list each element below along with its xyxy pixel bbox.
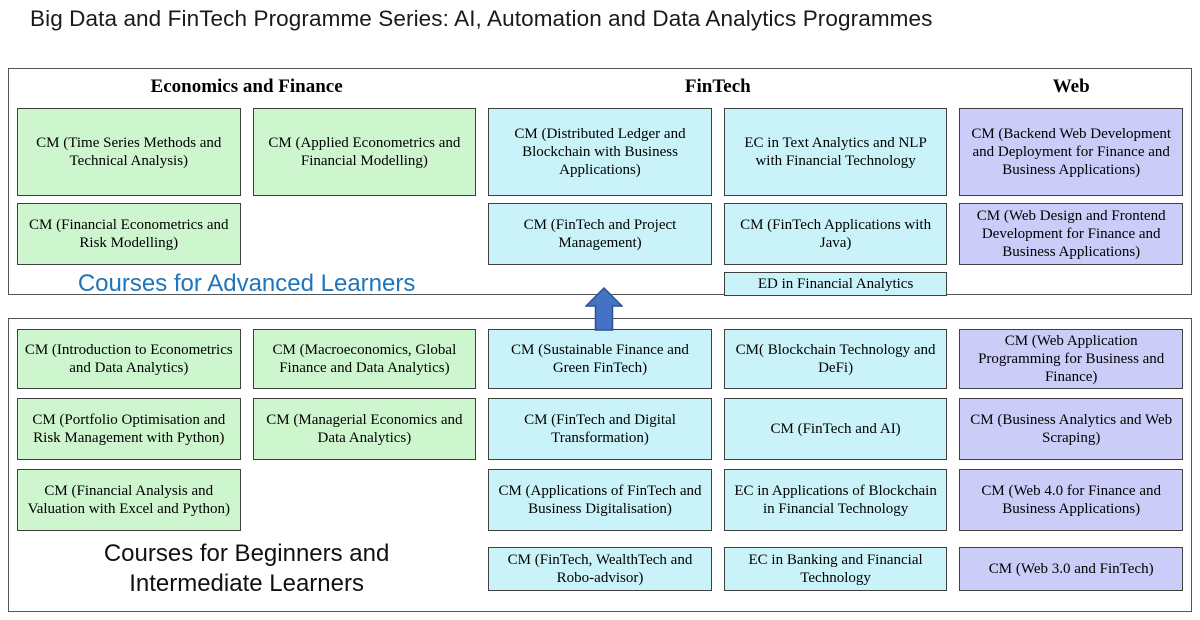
page-title: Big Data and FinTech Programme Series: A… bbox=[30, 6, 933, 31]
course-box: CM (Distributed Ledger and Blockchain wi… bbox=[488, 108, 712, 196]
advanced-learners-label: Courses for Advanced Learners bbox=[77, 270, 416, 297]
course-box: CM (Applied Econometrics and Financial M… bbox=[252, 108, 477, 196]
course-box: CM (FinTech Applications with Java) bbox=[723, 203, 948, 265]
course-box: CM (Web Application Programming for Busi… bbox=[959, 329, 1183, 389]
column-header-fintech: FinTech bbox=[684, 76, 751, 97]
course-box: CM (Time Series Methods and Technical An… bbox=[17, 108, 241, 196]
up-arrow-icon bbox=[585, 287, 623, 331]
course-box: ED in Financial Analytics bbox=[723, 272, 948, 296]
advanced-courses-panel: Economics and Finance FinTech Web CM (Ti… bbox=[8, 68, 1192, 297]
course-box: CM (Sustainable Finance and Green FinTec… bbox=[488, 329, 712, 389]
column-header-web: Web bbox=[1052, 76, 1090, 97]
course-box: CM (Introduction to Econometrics and Dat… bbox=[17, 329, 241, 389]
course-box: CM (Applications of FinTech and Business… bbox=[488, 469, 712, 531]
column-header-economics: Economics and Finance bbox=[150, 76, 343, 97]
course-box: CM (Web Design and Frontend Development … bbox=[959, 203, 1183, 265]
course-box: CM (Portfolio Optimisation and Risk Mana… bbox=[17, 398, 241, 460]
course-box: CM (FinTech and AI) bbox=[723, 398, 948, 460]
course-box: EC in Applications of Blockchain in Fina… bbox=[723, 469, 948, 531]
beginner-courses-panel: CM (Introduction to Econometrics and Dat… bbox=[8, 318, 1192, 612]
beginner-learners-label-text: Courses for Beginners and Intermediate L… bbox=[103, 540, 390, 597]
course-box: CM (FinTech, WealthTech and Robo-advisor… bbox=[488, 547, 712, 591]
course-box: EC in Text Analytics and NLP with Financ… bbox=[723, 108, 948, 196]
course-box: CM (Backend Web Development and Deployme… bbox=[959, 108, 1183, 196]
beginner-learners-label: Courses for Beginners and Intermediate L… bbox=[17, 539, 476, 599]
course-box: CM (Macroeconomics, Global Finance and D… bbox=[252, 329, 477, 389]
course-box: CM( Blockchain Technology and DeFi) bbox=[723, 329, 948, 389]
course-box: CM (Web 3.0 and FinTech) bbox=[959, 547, 1183, 591]
course-box: CM (Web 4.0 for Finance and Business App… bbox=[959, 469, 1183, 531]
course-box: CM (Business Analytics and Web Scraping) bbox=[959, 398, 1183, 460]
course-box: CM (Financial Econometrics and Risk Mode… bbox=[17, 203, 241, 265]
course-box: CM (FinTech and Digital Transformation) bbox=[488, 398, 712, 460]
course-box: EC in Banking and Financial Technology bbox=[723, 547, 948, 591]
course-box: CM (Financial Analysis and Valuation wit… bbox=[17, 469, 241, 531]
course-box: CM (FinTech and Project Management) bbox=[488, 203, 712, 265]
course-box: CM (Managerial Economics and Data Analyt… bbox=[252, 398, 477, 460]
